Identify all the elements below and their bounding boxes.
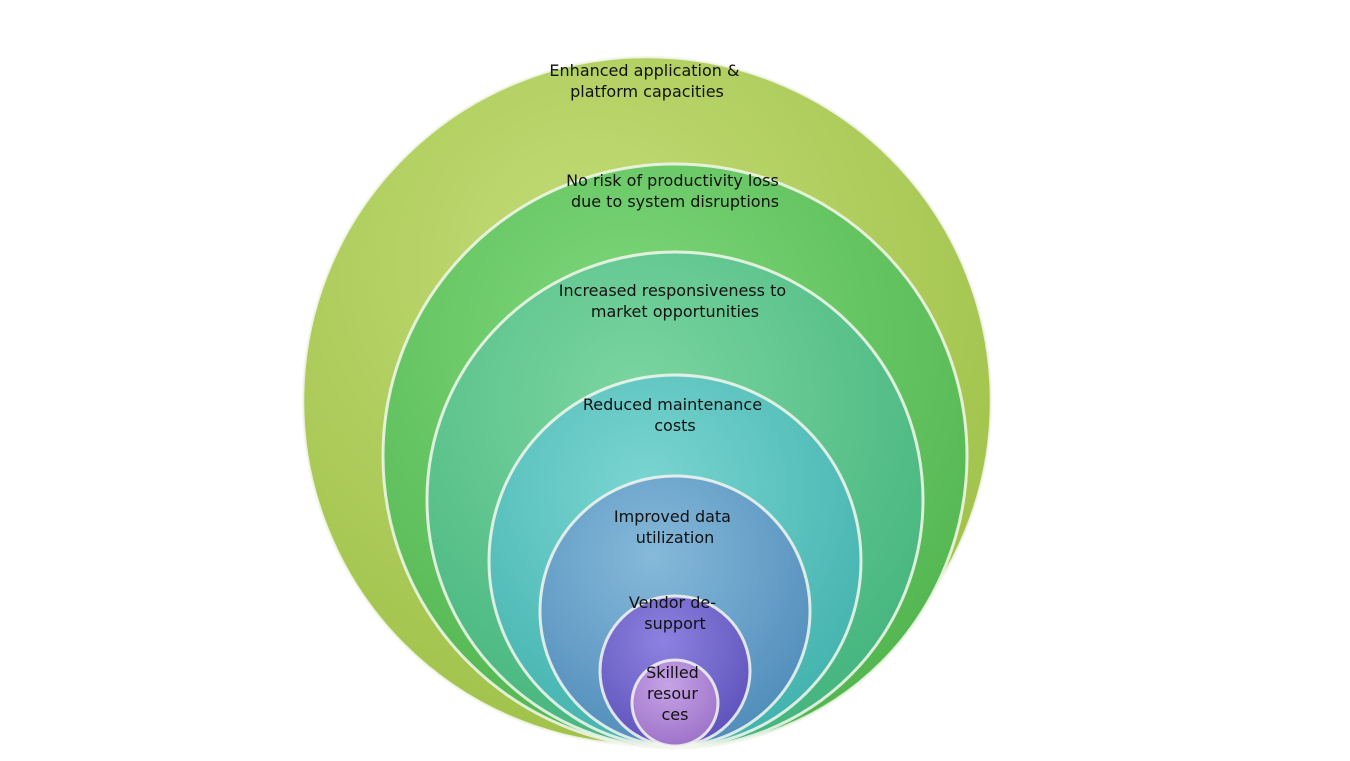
ring-5-label: Improved data utilization (614, 507, 736, 547)
ring-7-label-line-1: Skilled (646, 663, 699, 682)
ring-2-label-line-2: due to system disruptions (571, 192, 779, 211)
ring-1-label-line-2: platform capacities (570, 82, 724, 101)
ring-7: Skilled resour ces (630, 658, 720, 748)
ring-3-label-line-2: market opportunities (591, 302, 759, 321)
ring-3-label-line-1: Increased responsiveness to (559, 281, 786, 300)
ring-2-label-line-1: No risk of productivity loss (566, 171, 779, 190)
ring-7-label-line-2: resour (647, 684, 698, 703)
ring-7-circle (630, 658, 720, 748)
ring-7-label: Skilled resour ces (646, 663, 704, 724)
ring-1-label: Enhanced application & platform capaciti… (549, 61, 744, 101)
ring-4-label-line-2: costs (654, 416, 696, 435)
ring-6-label-line-2: support (644, 614, 705, 633)
ring-6-label-line-1: Vendor de- (629, 593, 716, 612)
ring-4-label-line-1: Reduced maintenance (583, 395, 762, 414)
ring-3-label: Increased responsiveness to market oppor… (559, 281, 791, 321)
ring-5-label-line-2: utilization (636, 528, 715, 547)
ring-2-label: No risk of productivity loss due to syst… (566, 171, 784, 211)
ring-4-label: Reduced maintenance costs (583, 395, 767, 435)
ring-6-label: Vendor de- support (629, 593, 721, 633)
ring-1-label-line-1: Enhanced application & (549, 61, 739, 80)
ring-7-label-line-3: ces (662, 705, 689, 724)
ring-5-label-line-1: Improved data (614, 507, 731, 526)
